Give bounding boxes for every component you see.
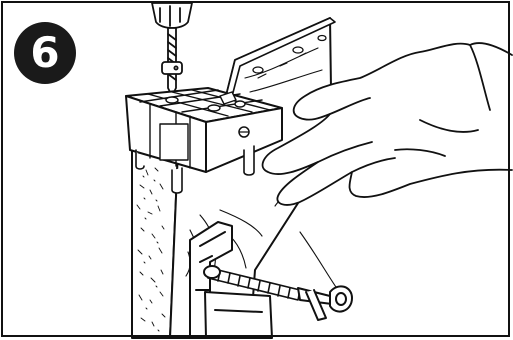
step-number-badge: 6: [14, 22, 76, 84]
drill: [152, 3, 192, 96]
